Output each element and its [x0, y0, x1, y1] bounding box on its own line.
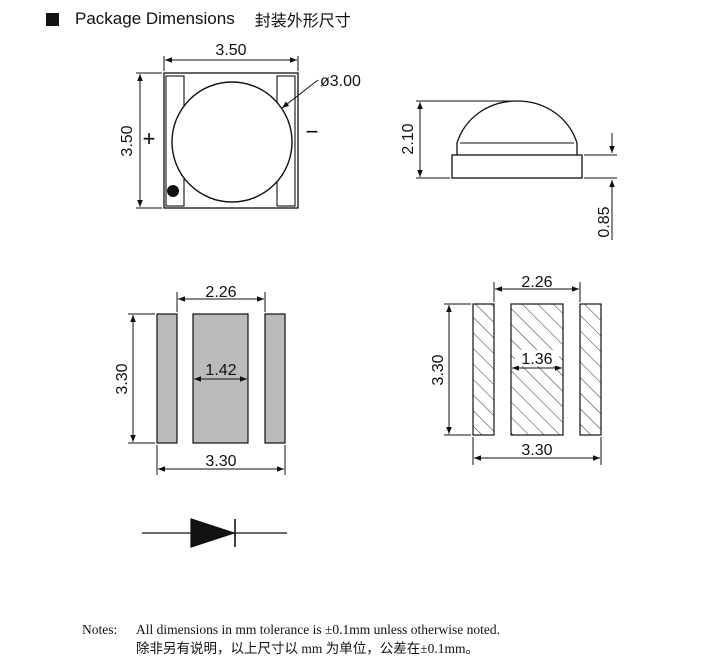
footprint-view — [444, 282, 602, 465]
bottom-left-pad — [156, 313, 178, 444]
footprint-left-pad — [472, 303, 495, 436]
diode-triangle-icon — [190, 518, 236, 548]
lens-diameter-label: ø3.00 — [320, 73, 361, 90]
notes-line-en: All dimensions in mm tolerance is ±0.1mm… — [136, 622, 500, 637]
footprint-height-label: 3.30 — [430, 354, 447, 385]
top-width-label: 3.50 — [215, 42, 246, 59]
top-view-body — [163, 72, 299, 209]
header-title-cn: 封装外形尺寸 — [254, 13, 351, 30]
footprint-width-label: 3.30 — [521, 442, 552, 459]
lens-circle — [171, 81, 293, 203]
side-base-height-label: 0.85 — [596, 206, 613, 237]
top-height-label: 3.50 — [119, 125, 136, 156]
bottom-height-label: 3.30 — [114, 363, 131, 394]
footprint-center-pad — [510, 303, 564, 436]
notes-label: Notes: — [82, 622, 118, 637]
notes-line-cn: 除非另有说明，以上尺寸以 mm 为单位，公差在±0.1mm。 — [136, 641, 480, 656]
section-header: Package Dimensions 封装外形尺寸 — [46, 8, 351, 30]
footprint-right-pad — [579, 303, 602, 436]
side-view-base — [451, 154, 583, 179]
square-bullet-icon — [46, 12, 59, 26]
footprint-center-pad-label: 1.36 — [521, 351, 552, 368]
diode-symbol — [142, 518, 287, 548]
side-view-dome — [456, 100, 578, 155]
polarity-dot — [167, 185, 179, 197]
header-title-en: Package Dimensions — [75, 9, 235, 28]
bottom-width-label: 3.30 — [205, 453, 236, 470]
bottom-center-pad-label: 1.42 — [205, 362, 236, 379]
footprint-span-bg — [514, 272, 560, 288]
anode-sign: + — [143, 126, 156, 151]
top-view — [136, 56, 319, 209]
bottom-view — [128, 292, 286, 475]
side-view — [416, 100, 617, 240]
side-height-label: 2.10 — [400, 123, 417, 154]
cathode-sign: − — [306, 119, 319, 144]
bottom-right-pad — [264, 313, 286, 444]
footprint-label-bg — [515, 350, 559, 366]
bottom-pad-span-label: 2.26 — [205, 284, 236, 301]
footprint-pad-span-label: 2.26 — [521, 274, 552, 291]
